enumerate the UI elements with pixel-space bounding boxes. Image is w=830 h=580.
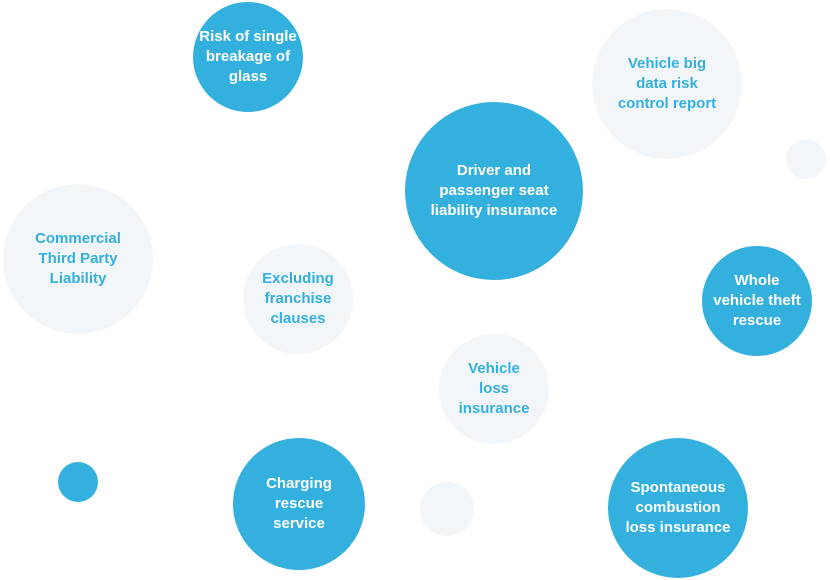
- decorative-dot-dark-left: [58, 462, 98, 502]
- bubble-glass-breakage-label: Risk of single breakage of glass: [199, 28, 297, 85]
- bubble-theft-rescue-label: Whole vehicle theft rescue: [713, 272, 801, 329]
- bubble-spontaneous-combustion-label: Spontaneous combustion loss insurance: [625, 479, 731, 536]
- decorative-dot-light-right: [786, 139, 826, 179]
- bubble-third-party-label: Commercial Third Party Liability: [35, 230, 121, 287]
- bubble-glass-breakage: Risk of single breakage of glass: [193, 2, 303, 112]
- bubble-big-data-report-label: Vehicle big data risk control report: [617, 55, 717, 112]
- bubble-charging-rescue: Charging rescue service: [233, 438, 365, 570]
- bubble-vehicle-loss: Vehicle loss insurance: [439, 334, 549, 444]
- bubble-charging-rescue-label: Charging rescue service: [266, 475, 332, 532]
- bubble-franchise-clauses: Excluding franchise clauses: [243, 244, 353, 354]
- bubble-driver-passenger-label: Driver and passenger seat liability insu…: [430, 162, 558, 219]
- bubble-big-data-report: Vehicle big data risk control report: [592, 9, 742, 159]
- bubble-driver-passenger: Driver and passenger seat liability insu…: [405, 102, 583, 280]
- bubble-vehicle-loss-label: Vehicle loss insurance: [458, 360, 530, 417]
- bubble-theft-rescue: Whole vehicle theft rescue: [702, 246, 812, 356]
- decorative-dot-light-bottom: [420, 482, 474, 536]
- bubble-spontaneous-combustion: Spontaneous combustion loss insurance: [608, 438, 748, 578]
- bubble-third-party: Commercial Third Party Liability: [3, 184, 153, 334]
- bubble-franchise-clauses-label: Excluding franchise clauses: [262, 270, 334, 327]
